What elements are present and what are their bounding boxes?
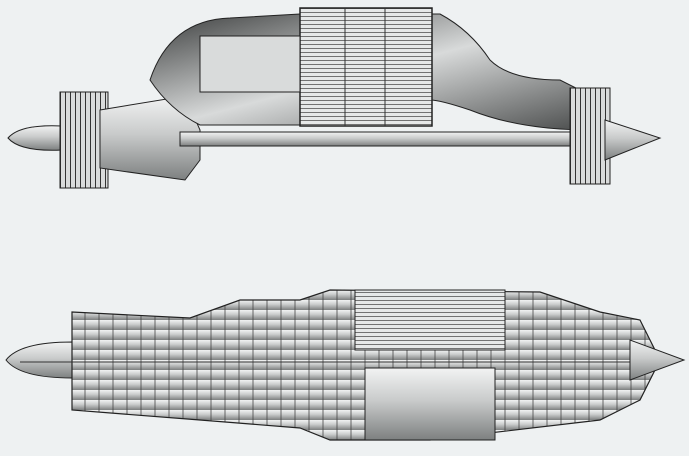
top-engine-spinner <box>7 125 63 151</box>
bottom-engine-exhaust-cone <box>629 339 686 381</box>
bottom-engine-external <box>5 289 686 441</box>
top-engine-turbine-fins <box>569 87 611 185</box>
bottom-engine-core-section <box>354 289 506 351</box>
top-engine-cutaway <box>7 7 662 189</box>
bottom-engine-spinner <box>5 341 73 379</box>
top-engine-shaft <box>179 131 601 147</box>
top-engine-heat-exchanger <box>299 7 433 127</box>
bottom-engine-lower-casing <box>364 367 496 441</box>
top-engine-combustor-box <box>199 35 301 93</box>
top-engine-exhaust-cone <box>604 119 662 161</box>
